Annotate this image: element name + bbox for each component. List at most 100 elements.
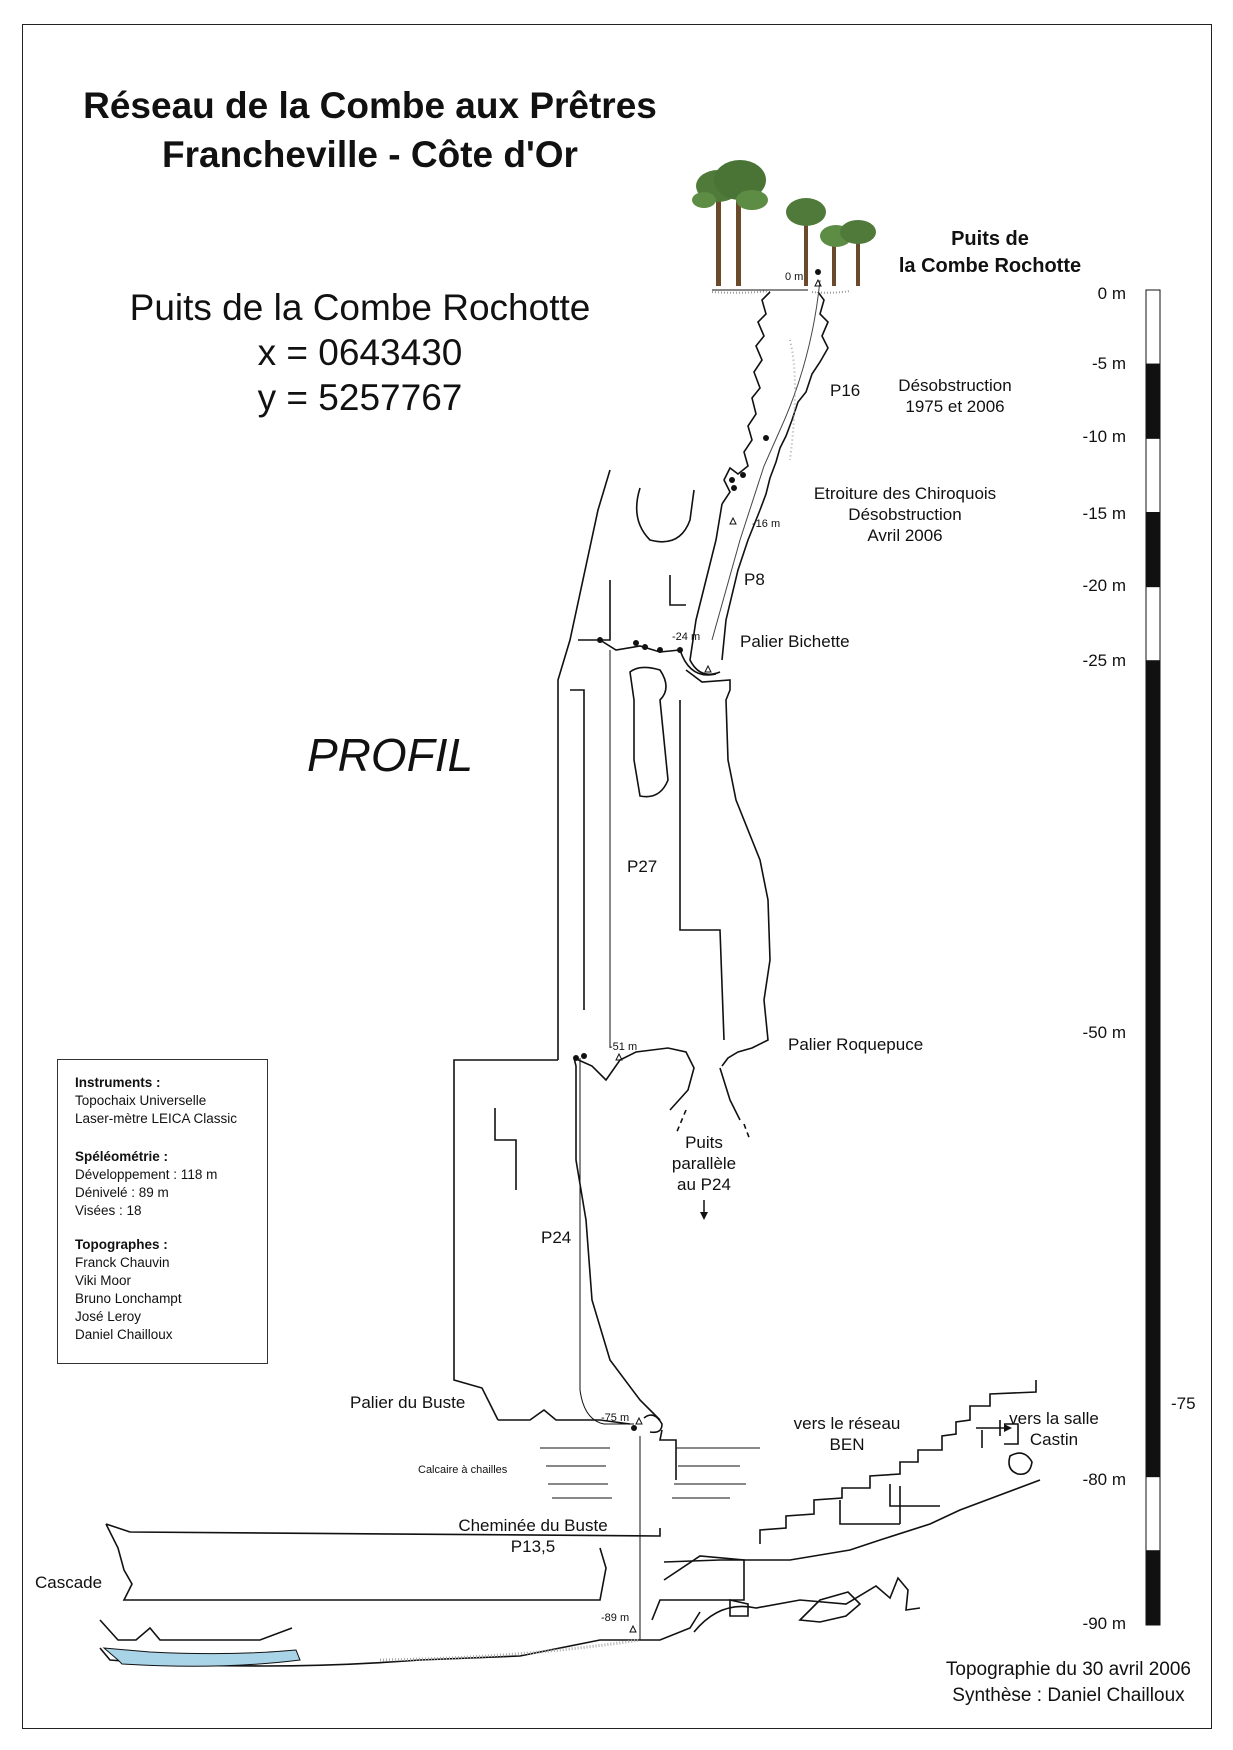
coord-x: x = 0643430 bbox=[257, 332, 463, 373]
staircase-upper bbox=[759, 1380, 1037, 1544]
reseau-ben-note: vers le réseau BEN bbox=[784, 1413, 910, 1455]
topographe-item: Daniel Chailloux bbox=[75, 1327, 173, 1342]
coord-y: y = 5257767 bbox=[257, 377, 463, 418]
depth-scale-bar bbox=[1145, 289, 1161, 1626]
depth-marker-24: -24 m bbox=[672, 631, 701, 643]
scale-segment bbox=[1145, 363, 1161, 439]
desobstruction-note: Désobstruction 1975 et 2006 bbox=[880, 375, 1030, 417]
palier-roquepuce-label: Palier Roquepuce bbox=[788, 1035, 924, 1054]
depth-marker-16: -16 m bbox=[752, 518, 781, 530]
salle-castin-line1: vers la salle bbox=[1009, 1409, 1099, 1428]
p8-inner-loop bbox=[635, 487, 695, 543]
p8-outer-left bbox=[557, 469, 611, 1060]
p24-wall-right bbox=[573, 1057, 661, 1421]
etroiture-line2: Désobstruction bbox=[848, 505, 962, 524]
arrow-right-head bbox=[1004, 1424, 1012, 1432]
cheminee-line1: Cheminée du Buste bbox=[458, 1516, 608, 1535]
pitch-p24: P24 bbox=[541, 1228, 572, 1247]
p8-wall-left bbox=[689, 503, 723, 676]
palier-roquepuce-floor bbox=[573, 1047, 695, 1111]
topographes-title: Topographes : bbox=[75, 1237, 168, 1252]
p27-inner-wall-right bbox=[679, 700, 725, 1041]
credits: Topographie du 30 avril 2006 Synthèse : … bbox=[946, 1657, 1191, 1709]
boulder-1 bbox=[798, 1591, 862, 1623]
reseau-ben-line1: vers le réseau bbox=[793, 1414, 901, 1433]
tree-2 bbox=[714, 160, 768, 286]
puits-parallele-line2: parallèle bbox=[671, 1154, 737, 1173]
cascade-label: Cascade bbox=[35, 1573, 103, 1592]
depth-marker-89: -89 m bbox=[601, 1612, 630, 1624]
staircase-ticks bbox=[981, 1420, 1001, 1448]
puits-parallele-note: Puits parallèle au P24 bbox=[654, 1132, 754, 1195]
arrow-down-head bbox=[700, 1212, 708, 1220]
ledge-2 bbox=[669, 575, 686, 606]
lower-gallery-floor-profile bbox=[693, 1576, 921, 1633]
scale-tick-20: -20 m bbox=[1082, 576, 1126, 595]
topographe-item: Viki Moor bbox=[75, 1273, 132, 1288]
lower-chimney-left bbox=[659, 1429, 677, 1480]
p24-outer-wall-left bbox=[453, 1059, 558, 1421]
scale-tick-10: -10 m bbox=[1082, 427, 1126, 446]
speleo-item: Développement : 118 m bbox=[75, 1167, 218, 1182]
parallel-shaft-dashes bbox=[675, 1109, 751, 1141]
scale-tick-15: -15 m bbox=[1082, 504, 1126, 523]
palier-bichette-label: Palier Bichette bbox=[740, 632, 850, 651]
scale-tick-80: -80 m bbox=[1082, 1470, 1126, 1489]
instruments-title: Instruments : bbox=[75, 1075, 161, 1090]
entrance-name: Puits de la Combe Rochotte bbox=[129, 287, 591, 328]
cheminee-line2: P13,5 bbox=[510, 1537, 556, 1556]
p16-wall-right bbox=[759, 291, 829, 511]
scale-segment bbox=[1145, 1550, 1161, 1626]
pitch-p8: P8 bbox=[744, 570, 765, 589]
p8-wall-right bbox=[721, 509, 761, 661]
reseau-ben-line2: BEN bbox=[829, 1435, 865, 1454]
scale-tick-90: -90 m bbox=[1082, 1614, 1126, 1633]
scale-segment bbox=[1145, 1402, 1161, 1478]
p16-wall-left bbox=[721, 291, 771, 505]
view-label: PROFIL bbox=[307, 729, 474, 781]
scale-solid-section bbox=[1146, 660, 1160, 1403]
depth-marker-75: -75 m bbox=[601, 1412, 630, 1424]
credits-line1: Topographie du 30 avril 2006 bbox=[945, 1659, 1191, 1680]
scale-segment bbox=[1145, 1476, 1161, 1552]
etroiture-line1: Etroiture des Chiroquois bbox=[813, 484, 997, 503]
scale-segment bbox=[1145, 289, 1161, 365]
salle-castin-opening bbox=[1004, 1423, 1019, 1445]
ground-stipple bbox=[711, 290, 851, 294]
map-title-line2: Francheville - Côte d'Or bbox=[162, 134, 578, 175]
anchor-points bbox=[573, 269, 821, 1431]
gallery-middle bbox=[105, 1523, 607, 1601]
cascade-water bbox=[102, 1647, 301, 1667]
depth-marker-0: 0 m bbox=[785, 271, 804, 283]
scale-tick-25: -25 m bbox=[1082, 651, 1126, 670]
topographe-item: Franck Chauvin bbox=[75, 1255, 170, 1270]
palier-buste-floor bbox=[498, 1408, 631, 1425]
topographe-item: Bruno Lonchampt bbox=[75, 1291, 182, 1306]
tree-5 bbox=[840, 220, 876, 286]
tree-3 bbox=[786, 198, 826, 286]
block-bichette bbox=[629, 666, 669, 798]
cascade-lip bbox=[99, 1619, 293, 1641]
boulder-2 bbox=[729, 1599, 749, 1617]
entrance-label-line1: Puits de bbox=[951, 228, 1029, 250]
p27-inner-wall-left bbox=[570, 689, 585, 1010]
puits-parallele-line3: au P24 bbox=[677, 1175, 731, 1194]
trees bbox=[692, 160, 876, 286]
p27-wall-right bbox=[685, 669, 771, 1067]
parallel-shaft-right bbox=[719, 1067, 741, 1121]
scale-tick-5: -5 m bbox=[1092, 354, 1126, 373]
puits-parallele-line1: Puits bbox=[685, 1133, 723, 1152]
survey-stations bbox=[615, 278, 822, 1633]
depth-marker-51: -51 m bbox=[609, 1041, 638, 1053]
rope-p24 bbox=[579, 1058, 634, 1425]
lower-gallery-ceiling bbox=[663, 1479, 1041, 1563]
desobstruction-line1: Désobstruction bbox=[898, 376, 1012, 395]
floor-sand bbox=[379, 1638, 641, 1662]
scale-segment bbox=[1145, 512, 1161, 588]
scale-segment bbox=[1145, 586, 1161, 662]
scale-tick-0: 0 m bbox=[1097, 284, 1126, 303]
map-title-line1: Réseau de la Combe aux Prêtres bbox=[83, 85, 657, 126]
ledge-1 bbox=[578, 580, 611, 641]
buste-knob bbox=[643, 1414, 663, 1434]
pitch-p16: P16 bbox=[830, 381, 861, 400]
